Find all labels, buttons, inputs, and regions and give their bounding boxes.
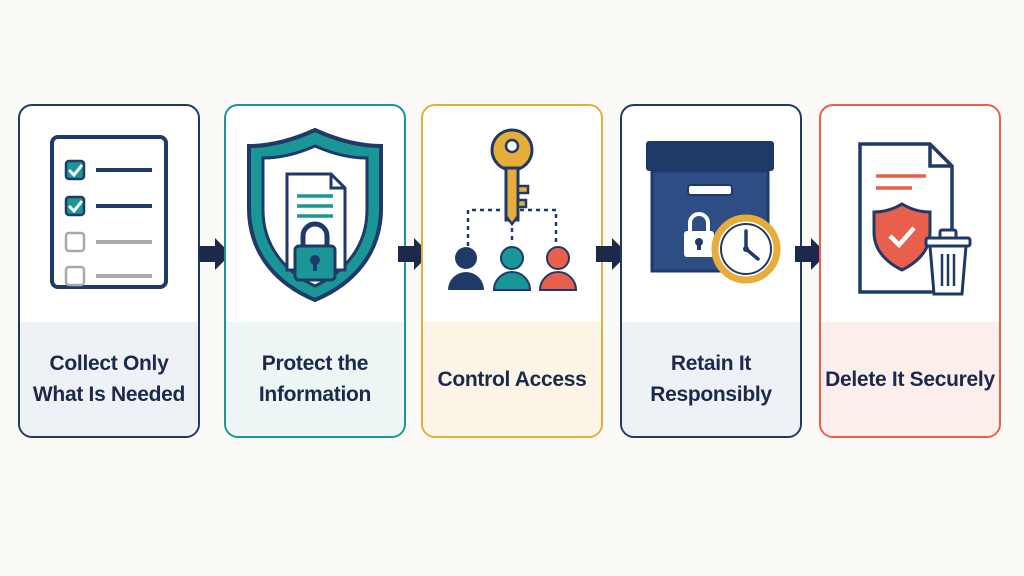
step-card-delete: Delete It Securely (819, 104, 1001, 438)
step-icon-area (622, 106, 800, 322)
step-icon-area (20, 106, 198, 322)
step-icon-area (821, 106, 999, 322)
step-label-band: Retain It Responsibly (622, 322, 800, 436)
step-icon-area (226, 106, 404, 322)
step-card-collect: Collect Only What Is Needed (18, 104, 200, 438)
step-label: Collect Only What Is Needed (32, 352, 186, 406)
step-label-band: Delete It Securely (821, 322, 999, 436)
checklist-icon (50, 135, 168, 289)
step-label-band: Collect Only What Is Needed (20, 322, 198, 436)
step-label: Control Access (437, 367, 587, 391)
step-label-band: Control Access (423, 322, 601, 436)
step-card-retain: Retain It Responsibly (620, 104, 802, 438)
step-icon-area (423, 106, 601, 322)
step-card-control: Control Access (421, 104, 603, 438)
archive-box-clock-icon (646, 141, 781, 284)
step-card-protect: Protect the Information (224, 104, 406, 438)
arrow-right-icon (199, 238, 231, 270)
shield-document-lock-icon (247, 127, 383, 303)
step-label: Retain It Responsibly (650, 352, 772, 406)
document-shield-trash-icon (858, 142, 972, 296)
step-label-band: Protect the Information (226, 322, 404, 436)
step-label: Protect the Information (258, 352, 372, 406)
step-label: Delete It Securely (825, 367, 995, 391)
key-people-icon (448, 128, 578, 291)
